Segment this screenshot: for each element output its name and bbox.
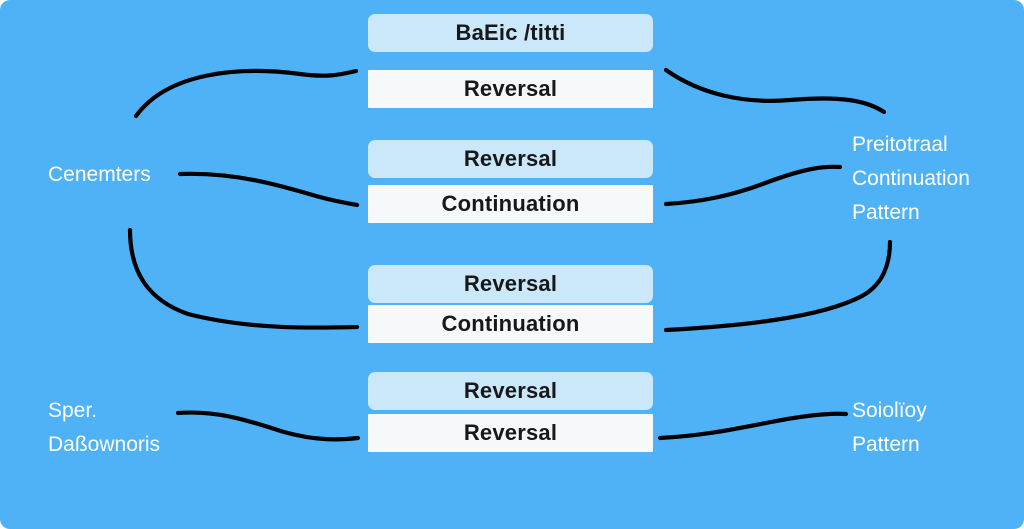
node-box-basic-pattern[interactable]: BaEic /titti [368,14,653,52]
node-label: BaEic /titti [455,20,566,45]
side-label-left-top: Cenemters [48,163,151,186]
node-box-continuation-1[interactable]: Continuation [368,185,653,223]
node-label: Reversal [463,420,558,445]
connector-right-upper [663,67,887,115]
connector-left-middle [177,171,360,208]
connector-left-upper [133,68,359,119]
connector-right-lower [663,239,893,333]
connector-left-bottom [175,410,361,442]
node-label: Reversal [463,76,558,101]
node-box-reversal-4[interactable]: Reversal [368,372,653,410]
connector-right-middle [663,164,843,207]
node-box-continuation-2[interactable]: Continuation [368,305,653,343]
node-box-reversal-5[interactable]: Reversal [368,414,653,452]
side-label-left-bottom: Sper. Daßownoris [48,399,161,456]
side-label-right-bottom: Soiolïoy Pattern [852,399,927,456]
connector-left-lower [127,227,360,330]
node-box-reversal-2[interactable]: Reversal [368,140,653,178]
node-label: Continuation [441,191,580,216]
connector-right-bottom [657,411,849,441]
node-label: Reversal [463,146,558,171]
side-label-right-top: Preitotraal Continuation Pattern [852,133,970,224]
node-box-reversal-1[interactable]: Reversal [368,70,653,108]
node-label: Reversal [463,271,558,296]
node-box-reversal-3[interactable]: Reversal [368,265,653,303]
node-label: Reversal [463,378,558,403]
node-label: Continuation [441,311,580,336]
